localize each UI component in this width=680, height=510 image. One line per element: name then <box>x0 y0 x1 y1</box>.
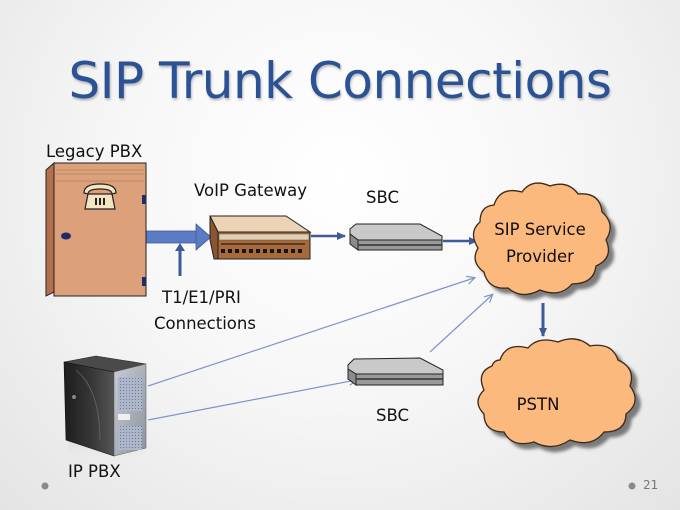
slide-title: SIP Trunk Connections <box>68 52 612 110</box>
edge-ip-pbx-to-sbc <box>147 380 356 421</box>
server-tower-icon[interactable] <box>63 355 147 470</box>
sip-provider-label-line2: Provider <box>506 247 574 266</box>
legacy-pbx-cabinet[interactable] <box>45 161 147 297</box>
edge-ip-pbx-to-sip-provider <box>147 278 474 387</box>
cloud-icon <box>477 338 636 448</box>
connections-label: Connections <box>154 314 256 333</box>
telephone-cabinet-icon <box>83 183 117 210</box>
gateway-device-icon[interactable] <box>209 215 312 260</box>
legacy-pbx-label: Legacy PBX <box>46 142 143 161</box>
edge-sbc-to-sip-provider-2 <box>429 295 492 353</box>
sbc-appliance-top[interactable] <box>349 223 443 251</box>
edge-legacy-pbx-to-gateway <box>145 223 212 251</box>
sbc-appliance-bottom[interactable] <box>347 357 444 386</box>
sbc-top-label: SBC <box>366 188 400 207</box>
sip-provider-label: SIP Service Provider <box>478 216 602 270</box>
sip-provider-cloud[interactable] <box>472 182 611 296</box>
ip-pbx-label: IP PBX <box>68 462 121 481</box>
footer-bullet-right <box>628 482 636 490</box>
footer-bullet-left <box>41 482 49 490</box>
page-number: 21 <box>643 478 659 492</box>
t1-e1-pri-label: T1/E1/PRI <box>162 288 241 307</box>
cloud-icon <box>472 182 611 296</box>
voip-gateway-label: VoIP Gateway <box>194 181 308 200</box>
t1-pointer-arrow <box>175 243 185 276</box>
pstn-cloud[interactable] <box>477 338 636 448</box>
sbc-bottom-label: SBC <box>376 406 410 425</box>
sip-provider-label-line1: SIP Service <box>494 220 586 239</box>
pstn-label: PSTN <box>516 395 560 414</box>
